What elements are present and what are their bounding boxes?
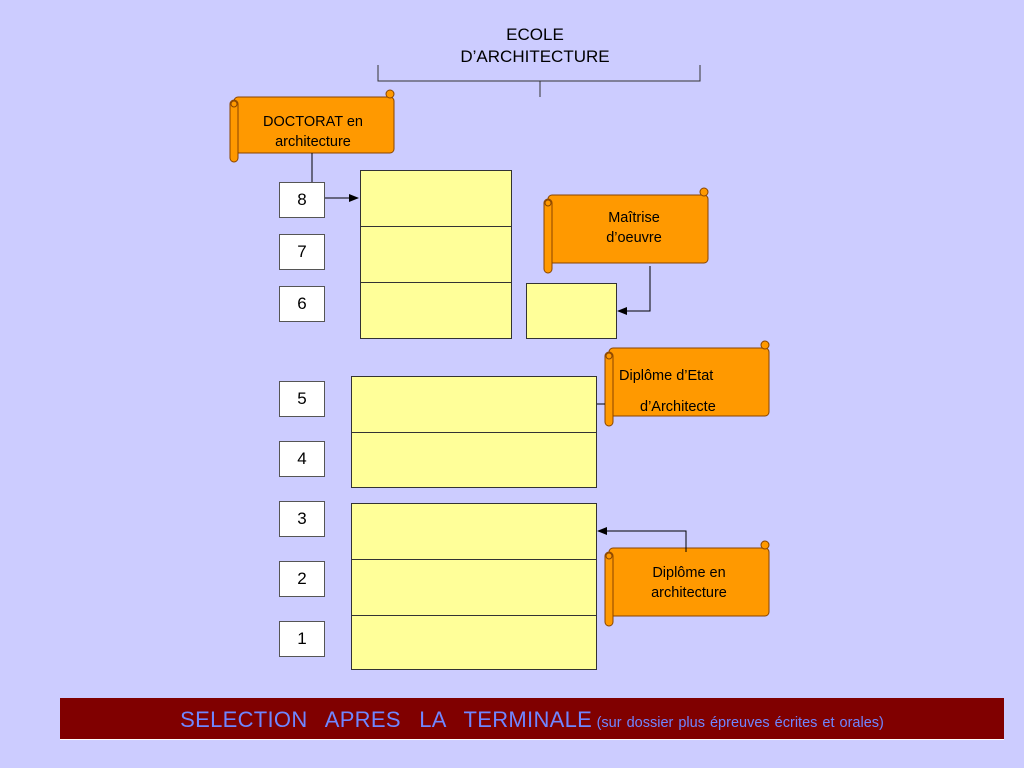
arrow-maitrise bbox=[617, 266, 651, 315]
banner-sub-text: (sur dossier plus épreuves écrites et or… bbox=[596, 715, 884, 731]
cell-hmonp bbox=[526, 283, 617, 339]
school-title-line1: ECOLE bbox=[506, 25, 564, 44]
cell-year-7 bbox=[360, 226, 512, 283]
label-doctorat-line1: DOCTORAT en bbox=[263, 114, 363, 130]
year-box-1: 1 bbox=[279, 621, 325, 657]
label-doctorat: DOCTORAT en architecture bbox=[238, 112, 388, 152]
label-maitrise-line1: Maîtrise bbox=[608, 210, 660, 226]
year-box-5: 5 bbox=[279, 381, 325, 417]
cell-year-4 bbox=[351, 432, 597, 488]
scroll-maitrise bbox=[543, 187, 709, 274]
label-diplome-etat: Diplôme d’Etat d’Architecte bbox=[614, 361, 764, 423]
arrow-diplome-en bbox=[597, 527, 687, 552]
year-box-8: 8 bbox=[279, 182, 325, 218]
year-box-2: 2 bbox=[279, 561, 325, 597]
school-title: ECOLE D’ARCHITECTURE bbox=[380, 24, 690, 68]
scroll-diplome-etat bbox=[604, 340, 770, 427]
year-box-6: 6 bbox=[279, 286, 325, 322]
label-diplome-en-line2: architecture bbox=[651, 585, 727, 601]
label-maitrise-line2: d’oeuvre bbox=[606, 230, 662, 246]
cell-year-3 bbox=[351, 503, 597, 560]
year-box-4: 4 bbox=[279, 441, 325, 477]
label-maitrise: Maîtrise d’oeuvre bbox=[556, 208, 712, 248]
banner-main-text: SELECTION APRES LA TERMINALE bbox=[180, 707, 593, 732]
cell-year-2 bbox=[351, 559, 597, 616]
cell-year-6 bbox=[360, 282, 512, 339]
label-diplome-etat-line1: Diplôme d’Etat bbox=[619, 368, 714, 384]
school-title-line2: D’ARCHITECTURE bbox=[460, 47, 610, 66]
cell-year-8 bbox=[360, 170, 512, 227]
year-box-7: 7 bbox=[279, 234, 325, 270]
year-box-3: 3 bbox=[279, 501, 325, 537]
cell-year-5 bbox=[351, 376, 597, 433]
scroll-diplome-en bbox=[604, 540, 770, 627]
cell-year-1 bbox=[351, 615, 597, 670]
label-doctorat-line2: architecture bbox=[275, 134, 351, 150]
header-bracket bbox=[377, 65, 701, 82]
label-diplome-etat-line2: d’Architecte bbox=[640, 399, 716, 415]
selection-banner: SELECTION APRES LA TERMINALE (sur dossie… bbox=[60, 698, 1004, 740]
label-diplome-en-line1: Diplôme en bbox=[652, 565, 726, 581]
label-diplome-en: Diplôme en architecture bbox=[614, 563, 764, 603]
scroll-doctorat bbox=[229, 89, 395, 163]
